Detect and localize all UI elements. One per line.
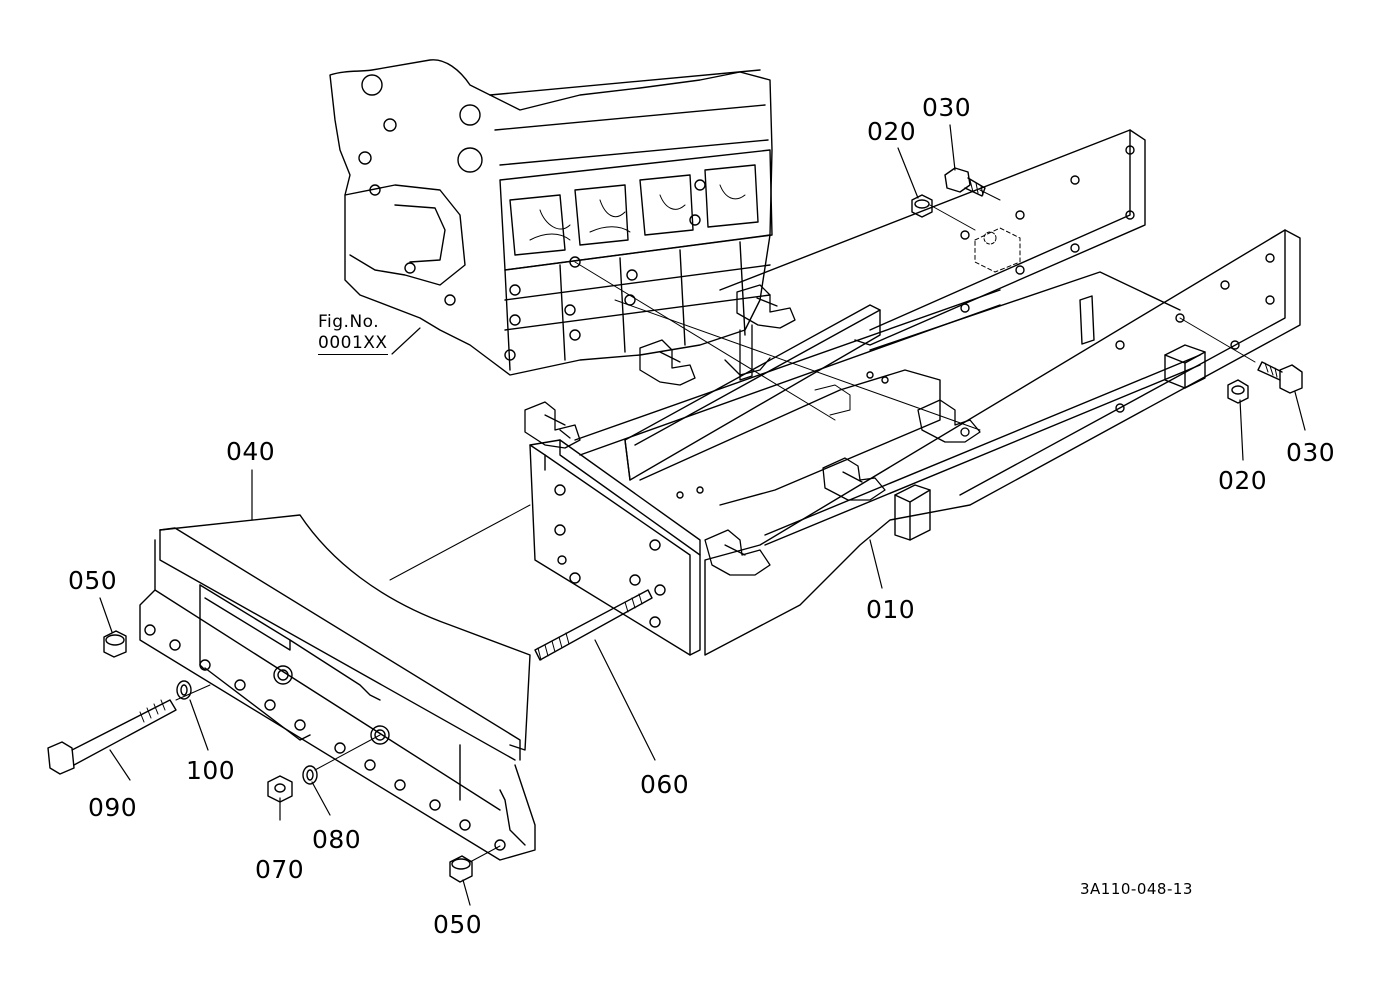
- nut-070: [267, 775, 293, 803]
- bolt-030-side: [1257, 361, 1303, 394]
- leader-lines: [99, 124, 1306, 906]
- fig-ref-leader: [391, 327, 421, 355]
- bushing-050-bottom: [449, 855, 473, 883]
- fig-ref-line2: 0001XX: [318, 333, 388, 355]
- bushing-050-top: [103, 630, 127, 658]
- drawing-number: 3A110-048-13: [1080, 880, 1193, 898]
- washer-080: [302, 765, 318, 785]
- callout-050-bottom: 050: [433, 910, 483, 939]
- callout-070: 070: [255, 855, 305, 884]
- bumper-040: [139, 514, 536, 861]
- stud-060: [534, 589, 653, 661]
- washer-100: [176, 680, 192, 700]
- bolt-090: [47, 699, 177, 775]
- bolt-030-top: [944, 167, 986, 197]
- callout-080: 080: [312, 825, 362, 854]
- callout-030-top: 030: [922, 93, 972, 122]
- engine-block: [329, 59, 836, 421]
- callout-010: 010: [866, 595, 916, 624]
- callout-100: 100: [186, 756, 236, 785]
- nut-020-top: [911, 194, 933, 218]
- callout-090: 090: [88, 793, 138, 822]
- frame-010: [524, 129, 1301, 656]
- callout-030-side: 030: [1286, 438, 1336, 467]
- callout-020-top: 020: [867, 117, 917, 146]
- callout-050-top: 050: [68, 566, 118, 595]
- fig-ref: Fig.No. 0001XX: [318, 312, 388, 355]
- callout-020-side: 020: [1218, 466, 1268, 495]
- fig-ref-line1: Fig.No.: [318, 312, 380, 332]
- callout-040: 040: [226, 437, 276, 466]
- callout-060: 060: [640, 770, 690, 799]
- nut-020-side: [1227, 379, 1249, 404]
